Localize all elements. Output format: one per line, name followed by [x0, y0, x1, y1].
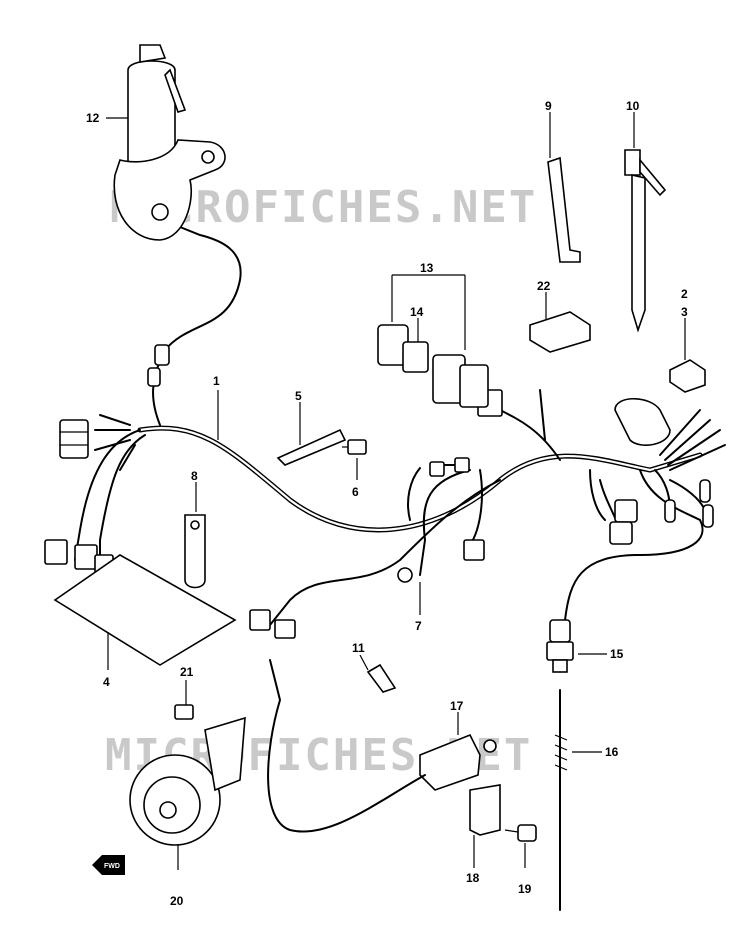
mounting-plate [53, 554, 237, 666]
horn [129, 716, 246, 846]
callout-2: 2 [681, 287, 688, 301]
callout-1: 1 [213, 374, 220, 388]
callout-18: 18 [466, 871, 480, 885]
callout-10: 10 [626, 99, 640, 113]
callout-4: 4 [103, 675, 110, 689]
bracket-9 [547, 156, 581, 263]
screw-19 [504, 824, 537, 842]
callout-12: 12 [86, 111, 100, 125]
relay [669, 359, 706, 393]
oil-switch [546, 619, 574, 673]
callout-7: 7 [415, 619, 422, 633]
main-wiring-harness [74, 224, 726, 626]
condenser [614, 398, 671, 446]
spring [554, 689, 568, 911]
clip-11 [366, 663, 397, 693]
forward-arrow: FWD [92, 855, 125, 875]
callout-13: 13 [420, 261, 434, 275]
callout-5: 5 [295, 389, 302, 403]
harness-clamp [184, 514, 206, 589]
cushion-pad [529, 311, 591, 353]
bolt-21 [174, 704, 194, 720]
callout-16: 16 [605, 745, 619, 759]
brake-switch [267, 659, 497, 833]
bolt-6 [342, 439, 367, 455]
leader-lines [106, 112, 686, 870]
callout-19: 19 [518, 882, 532, 896]
callout-20: 20 [170, 894, 184, 908]
callout-11: 11 [352, 641, 365, 655]
callout-22: 22 [537, 279, 551, 293]
callout-17: 17 [450, 699, 464, 713]
callout-21: 21 [180, 665, 194, 679]
callout-8: 8 [191, 469, 198, 483]
callout-14: 14 [410, 305, 424, 319]
bracket-18 [469, 784, 501, 836]
callout-6: 6 [352, 485, 359, 499]
ignition-switch [113, 44, 226, 241]
callout-9: 9 [545, 99, 552, 113]
callout-15: 15 [610, 647, 624, 661]
callout-labels: 1 2 3 4 5 6 7 8 9 10 11 12 13 14 15 16 1… [86, 99, 688, 908]
connector-assembly [377, 324, 489, 408]
forward-label: FWD [104, 863, 120, 870]
callout-3: 3 [681, 305, 688, 319]
harness-band [624, 149, 667, 333]
wire-clip [276, 428, 347, 466]
